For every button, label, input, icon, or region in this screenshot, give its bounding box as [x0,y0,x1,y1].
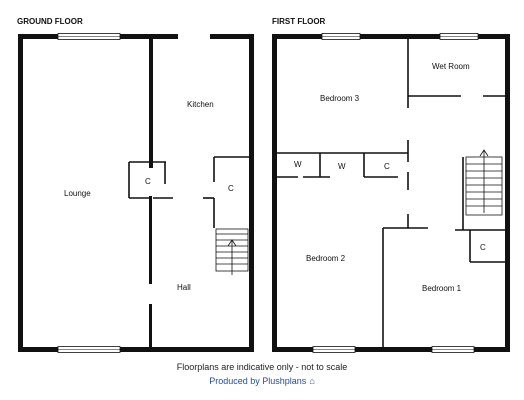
first-wardrobe-label-2: W [338,162,346,171]
first-wardrobe-label-1: W [294,160,302,169]
ground-floor-plan: C C Kitchen Lounge Hall [18,33,254,353]
room-label-wetroom: Wet Room [432,62,470,71]
room-label-hall: Hall [177,283,191,292]
disclaimer-text: Floorplans are indicative only - not to … [176,362,348,372]
lounge-divider-lower [149,196,152,284]
first-window-bottom-left [312,346,356,353]
room-label-bedroom3: Bedroom 3 [320,94,360,103]
first-floor-plan: W W C C Wet Room Bedroom [272,33,510,353]
room-label-bedroom2: Bedroom 2 [306,254,346,263]
ground-wall-right [249,34,254,352]
ground-cupboard-label: C [145,177,151,186]
ground-wall-top-right [210,34,254,39]
first-staircase [465,149,503,216]
ground-floor-title: GROUND FLOOR [17,17,83,26]
lounge-divider-bottom [149,304,152,350]
ground-cupboard-left [128,161,166,199]
ground-staircase [215,228,249,275]
first-wall-top [272,34,510,39]
first-cupboard-right [455,229,505,263]
ground-window-top [57,33,121,40]
first-window-top-left [321,33,361,40]
first-cupboard-label-1: C [384,162,390,171]
room-label-bedroom1: Bedroom 1 [422,284,462,293]
house-icon: ⌂ [309,376,315,386]
room-label-kitchen: Kitchen [187,100,214,109]
ground-wall-left [18,34,23,352]
first-cupboard-label-2: C [480,243,486,252]
first-wall-right [505,34,510,352]
ground-cupboard-right [203,156,249,228]
first-floor-title: FIRST FLOOR [272,17,326,26]
lounge-divider-upper [149,34,153,168]
first-wall-bottom [272,347,510,352]
first-wall-left [272,34,277,352]
first-window-bottom-right [431,346,475,353]
credit-text: Produced by Plushplans [209,376,307,386]
ground-cupboard-label-2: C [228,184,234,193]
credit-link[interactable]: Produced by Plushplans⌂ [0,376,524,386]
room-label-lounge: Lounge [64,189,91,198]
first-storage-strip [277,140,409,190]
ground-window-bottom [57,346,121,353]
ground-wall-bottom [18,347,254,352]
first-window-top-right [439,33,479,40]
